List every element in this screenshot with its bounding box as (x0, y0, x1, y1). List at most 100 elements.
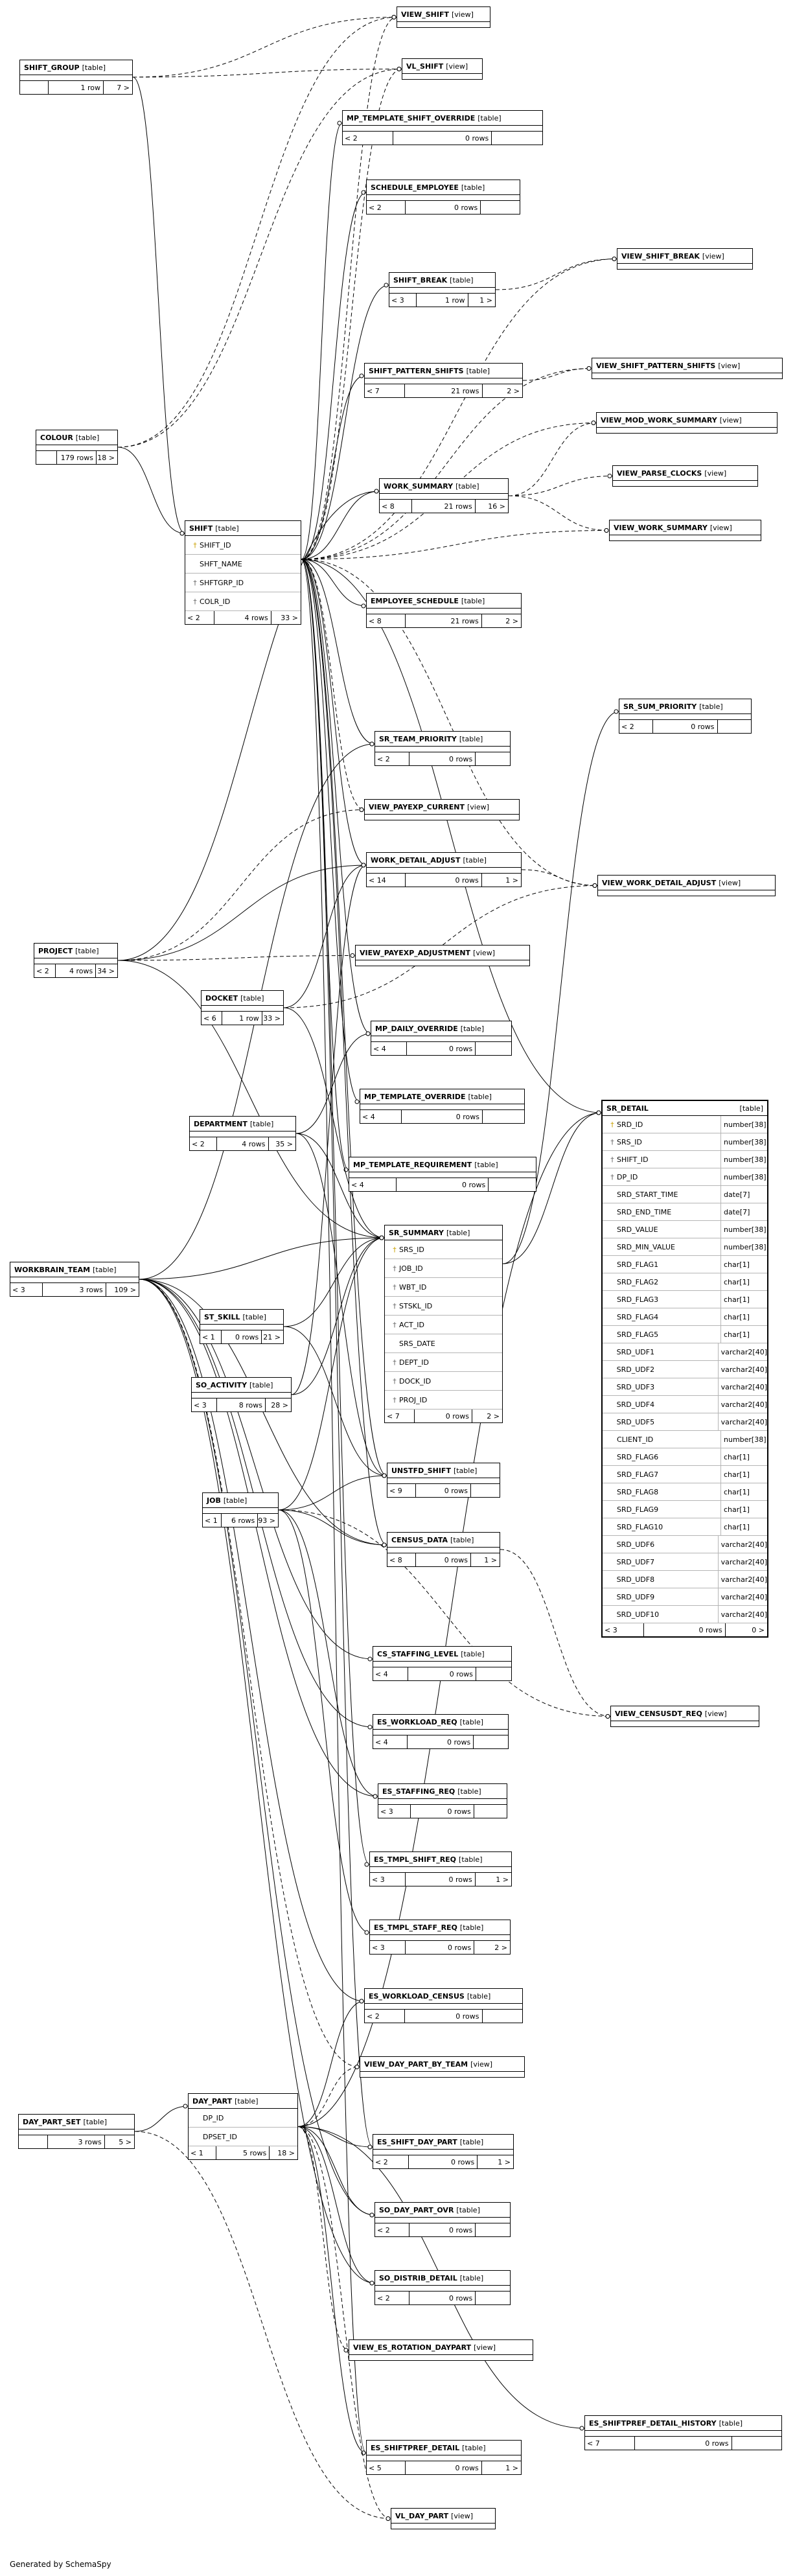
children-count[interactable]: 5 > (119, 2137, 132, 2146)
children-count[interactable]: 33 > (281, 613, 298, 622)
entity-name[interactable]: SR_SUM_PRIORITY (623, 702, 697, 711)
entity-name[interactable]: VIEW_SHIFT_PATTERN_SHIFTS (596, 361, 716, 370)
entity-name[interactable]: DAY_PART_SET (23, 2117, 81, 2126)
parents-count[interactable]: < 2 (367, 201, 406, 214)
entity-name[interactable]: JOB (207, 1496, 221, 1505)
children-count[interactable]: 2 > (494, 1943, 507, 1952)
children-count[interactable] (476, 2223, 510, 2236)
parents-count[interactable] (19, 2135, 49, 2148)
entity-name[interactable]: ES_TMPL_STAFF_REQ (374, 1923, 457, 1932)
entity-view-shift-break[interactable]: VIEW_SHIFT_BREAK[view] (617, 248, 753, 270)
parents-count[interactable]: < 1 (200, 1330, 222, 1343)
children-count[interactable] (481, 201, 520, 214)
entity-name[interactable]: SO_ACTIVITY (196, 1380, 248, 1389)
entity-name[interactable]: DEPARTMENT (194, 1119, 248, 1128)
children-count[interactable]: 2 > (487, 1411, 500, 1421)
children-count[interactable]: 1 > (505, 2463, 518, 2472)
entity-name[interactable]: MP_DAILY_OVERRIDE (375, 1024, 458, 1033)
children-count[interactable]: 28 > (271, 1400, 288, 1410)
entity-name[interactable]: ES_WORKLOAD_CENSUS (369, 1991, 465, 2001)
parents-count[interactable]: < 2 (375, 752, 409, 765)
entity-view-work-detail-adjust[interactable]: VIEW_WORK_DETAIL_ADJUST[view] (597, 875, 776, 896)
parents-count[interactable]: < 4 (373, 1735, 408, 1748)
entity-name[interactable]: SO_DISTRIB_DETAIL (379, 2273, 457, 2282)
entity-name[interactable]: SO_DAY_PART_OVR (379, 2205, 454, 2214)
parents-count[interactable]: < 3 (378, 1805, 411, 1818)
entity-view-mod-work-summary[interactable]: VIEW_MOD_WORK_SUMMARY[view] (596, 412, 778, 434)
children-count[interactable]: 93 > (258, 1516, 275, 1525)
children-count[interactable]: 18 > (277, 2148, 295, 2157)
parents-count[interactable]: < 2 (343, 132, 393, 145)
children-count[interactable] (483, 1110, 524, 1123)
entity-view-payexp-current[interactable]: VIEW_PAYEXP_CURRENT[view] (364, 799, 520, 820)
parents-count[interactable]: < 1 (189, 2146, 216, 2159)
parents-count[interactable]: < 4 (349, 1178, 397, 1191)
children-count[interactable]: 35 > (275, 1139, 293, 1148)
entity-name[interactable]: ES_STAFFING_REQ (382, 1787, 455, 1796)
entity-view-payexp-adjustment[interactable]: VIEW_PAYEXP_ADJUSTMENT[view] (355, 945, 530, 966)
children-count[interactable]: 2 > (505, 616, 518, 625)
entity-vl-shift[interactable]: VL_SHIFT[view] (402, 58, 483, 80)
entity-name[interactable]: SCHEDULE_EMPLOYEE (371, 183, 459, 192)
parents-count[interactable]: < 5 (367, 2461, 406, 2474)
entity-name[interactable]: SHIFT_BREAK (393, 275, 448, 284)
parents-count[interactable]: < 6 (202, 1012, 223, 1025)
parents-count[interactable]: < 4 (360, 1110, 402, 1123)
parents-count[interactable]: < 8 (367, 614, 406, 627)
entity-name[interactable]: CS_STAFFING_LEVEL (377, 1649, 459, 1658)
entity-name[interactable]: SR_TEAM_PRIORITY (379, 734, 457, 743)
children-count[interactable]: 1 > (496, 1875, 509, 1884)
entity-vl-day-part[interactable]: VL_DAY_PART[view] (391, 2508, 496, 2529)
parents-count[interactable]: < 4 (371, 1042, 407, 1055)
parents-count[interactable]: < 3 (370, 1873, 406, 1886)
entity-name[interactable]: VIEW_MOD_WORK_SUMMARY (601, 415, 717, 424)
entity-name[interactable]: ES_SHIFTPREF_DETAIL_HISTORY (589, 2419, 717, 2428)
children-count[interactable] (476, 2292, 510, 2304)
parents-count[interactable]: < 2 (373, 2155, 409, 2168)
entity-name[interactable]: VIEW_DAY_PART_BY_TEAM (364, 2060, 468, 2069)
entity-name[interactable]: VIEW_PAYEXP_CURRENT (369, 802, 465, 811)
parents-count[interactable] (36, 451, 57, 464)
entity-name[interactable]: ES_TMPL_SHIFT_REQ (374, 1855, 457, 1864)
parents-count[interactable]: < 7 (385, 1410, 415, 1422)
parents-count[interactable]: < 9 (387, 1484, 416, 1497)
entity-name[interactable]: SHIFT (189, 524, 213, 533)
parents-count[interactable]: < 1 (203, 1514, 222, 1527)
entity-view-work-summary[interactable]: VIEW_WORK_SUMMARY[view] (609, 520, 761, 541)
entity-name[interactable]: VIEW_SHIFT (401, 10, 449, 19)
children-count[interactable]: 109 > (114, 1285, 136, 1294)
entity-view-censusdt-req[interactable]: VIEW_CENSUSDT_REQ[view] (610, 1706, 759, 1727)
children-count[interactable]: 1 > (505, 876, 518, 885)
entity-name[interactable]: WORK_DETAIL_ADJUST (371, 855, 461, 864)
entity-name[interactable]: ST_SKILL (204, 1312, 240, 1321)
parents-count[interactable]: < 2 (190, 1137, 217, 1150)
parents-count[interactable]: < 3 (10, 1283, 43, 1296)
entity-name[interactable]: VIEW_WORK_SUMMARY (614, 523, 708, 532)
entity-name[interactable]: VL_DAY_PART (395, 2511, 449, 2520)
parents-count[interactable] (20, 81, 49, 94)
entity-name[interactable]: ES_SHIFT_DAY_PART (377, 2137, 457, 2146)
parents-count[interactable]: < 8 (387, 1553, 416, 1566)
